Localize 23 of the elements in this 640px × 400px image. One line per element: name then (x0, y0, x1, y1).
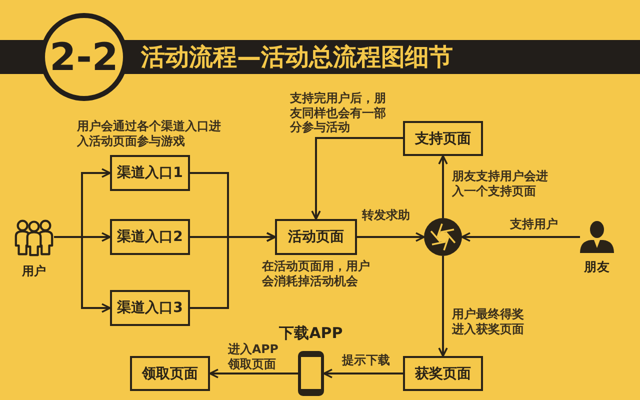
page-box: 获奖页面 (403, 356, 483, 391)
edge-label: 转发求助 (362, 208, 410, 222)
arrow (357, 232, 425, 242)
title-text: 活动流程—活动总流程图细节 (141, 42, 453, 73)
node-label: 朋友 (583, 259, 611, 276)
edge-label: 支持用户 (510, 217, 558, 232)
arrow (323, 368, 403, 378)
edge-label: 提示下载 (342, 353, 390, 368)
page-box: 渠道入口2 (110, 219, 190, 255)
page-box: 渠道入口3 (110, 290, 190, 326)
section-number-badge: 2-2 (40, 13, 128, 101)
page-box: 活动页面 (275, 219, 357, 255)
page-box: 领取页面 (130, 356, 210, 391)
page-box: 渠道入口1 (110, 155, 190, 191)
node-label: 用户 (21, 263, 47, 280)
arrow (209, 368, 298, 378)
arrow (438, 256, 448, 357)
arrow (190, 232, 276, 309)
node-label: 下载APP (278, 324, 344, 343)
page-box: 支持页面 (403, 121, 483, 156)
arrow (311, 137, 403, 220)
arrow (438, 155, 448, 218)
arrow (461, 232, 580, 242)
